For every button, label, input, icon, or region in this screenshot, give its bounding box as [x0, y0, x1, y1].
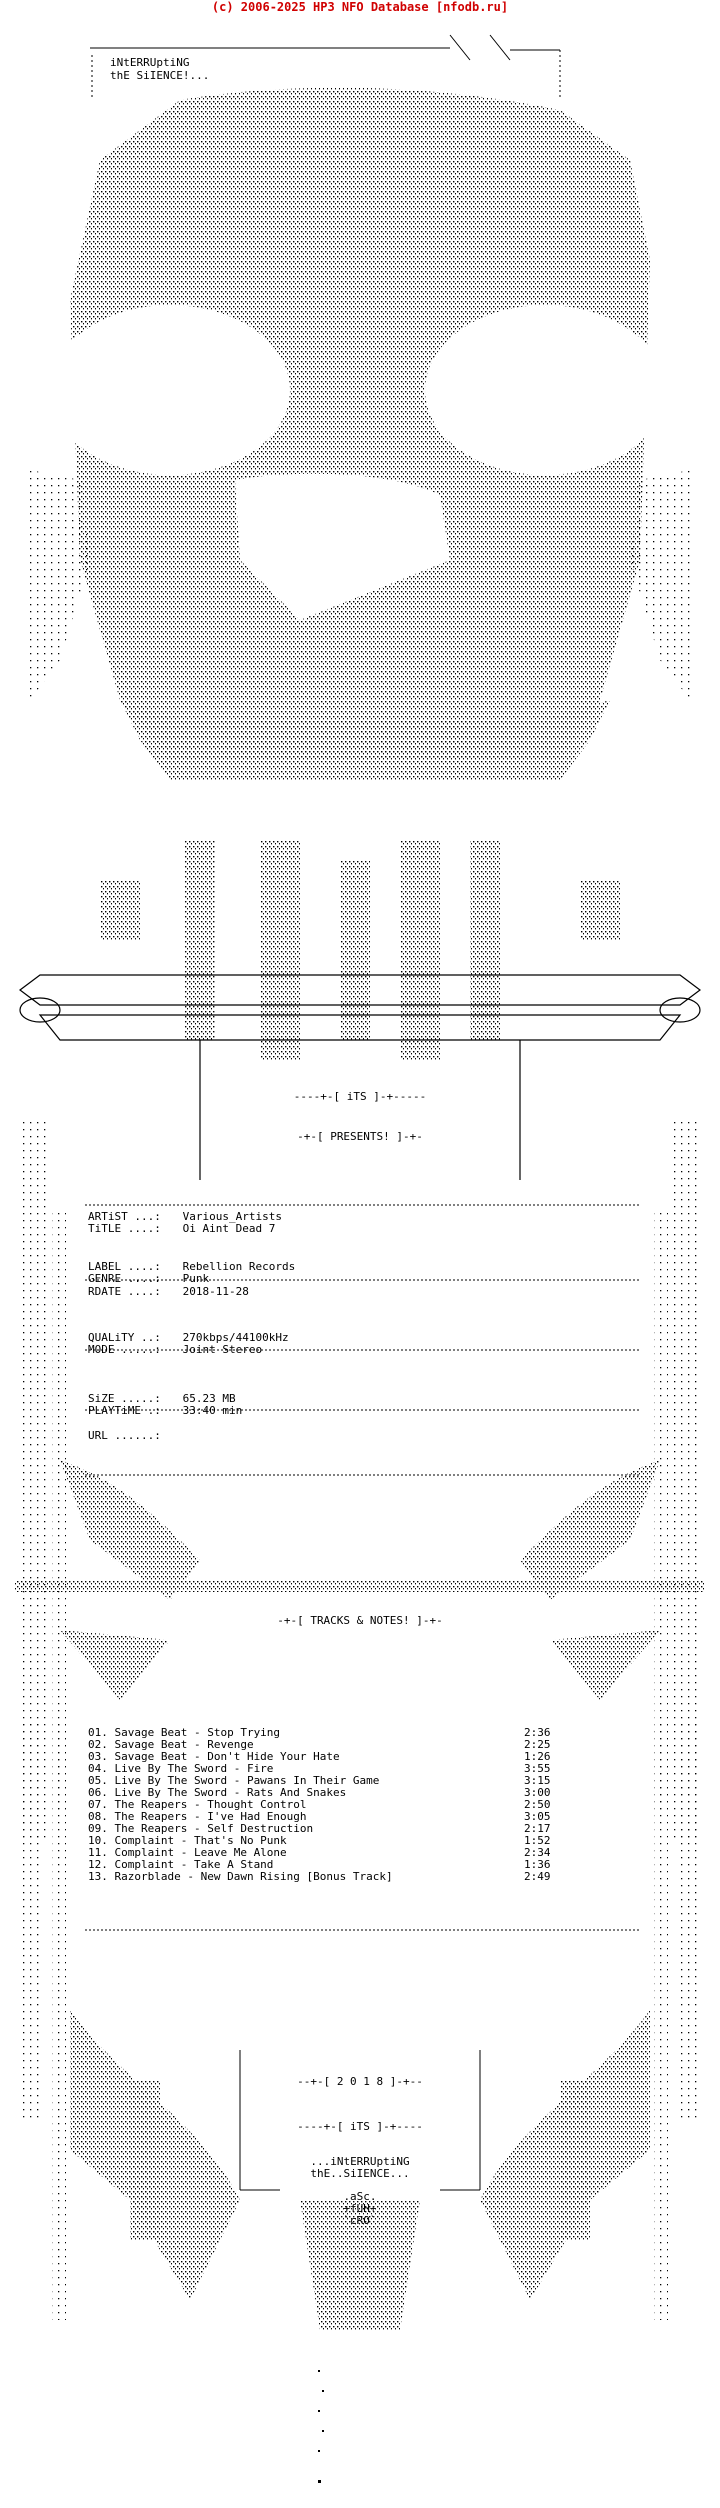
track-title: 11. Complaint - Leave Me Alone — [88, 1846, 287, 1859]
its-banner: ----+-[ iTS ]-+----- — [293, 1090, 427, 1103]
playtime-label: PLAYTiME .: — [88, 1404, 161, 1417]
track-title: 08. The Reapers - I've Had Enough — [88, 1810, 307, 1823]
track-duration: 3:55 — [524, 1762, 551, 1775]
info-frame — [85, 1204, 640, 1476]
intro-title: iNtERRUptiNG — [110, 56, 190, 69]
track-duration: 1:52 — [524, 1834, 551, 1847]
its-banner-footer: ----+-[ iTS ]-+---- — [297, 2120, 423, 2133]
artist-label: ARTiST ...: — [88, 1210, 161, 1223]
track-title: 10. Complaint - That's No Punk — [88, 1834, 287, 1847]
size-row: SiZE .....: 65.23 MB — [88, 1392, 236, 1406]
signature-3: `cRO` — [343, 2214, 377, 2227]
rdate-value: 2018-11-28 — [182, 1285, 249, 1298]
track-duration: 3:05 — [524, 1810, 551, 1823]
playtime-row: PLAYTiME .: 33:40 min — [88, 1404, 243, 1418]
url-row: URL ......: — [88, 1429, 176, 1443]
playtime-value: 33:40 min — [182, 1404, 243, 1417]
tail — [318, 2370, 324, 2483]
rdate-label: RDATE ....: — [88, 1285, 161, 1298]
intro-subtitle: thE SiIENCE!... — [110, 69, 210, 82]
tracks-columns — [20, 1720, 700, 2320]
intro-frame — [90, 34, 561, 100]
track-duration: 3:00 — [524, 1786, 551, 1799]
track-title: 04. Live By The Sword - Fire — [88, 1762, 274, 1775]
footer-line-2: thE..SiIENCE... — [310, 2167, 410, 2180]
track-title: 09. The Reapers - Self Destruction — [88, 1822, 314, 1835]
signature-1: .aSc. — [343, 2190, 377, 2203]
quality-label: QUALiTY ..: — [88, 1331, 161, 1344]
artist-value: Various_Artists — [182, 1210, 282, 1223]
mid-ornaments — [15, 1460, 705, 1700]
track-duration: 2:36 — [524, 1726, 551, 1739]
label-row: LABEL ....: Rebellion Records — [88, 1260, 296, 1274]
logo-band — [19, 974, 701, 1180]
label-label: LABEL ....: — [88, 1260, 161, 1273]
copyright-header: (c) 2006-2025 HP3 NFO Database [nfodb.ru… — [211, 0, 509, 14]
jaw-art — [100, 840, 620, 1060]
quality-value: 270kbps/44100kHz — [182, 1331, 289, 1344]
track-title: 01. Savage Beat - Stop Trying — [88, 1726, 281, 1739]
genre-row: GENRE ....: Punk — [88, 1272, 210, 1286]
size-value: 65.23 MB — [182, 1392, 236, 1405]
tracks-banner: -+-[ TRACKS & NOTES! ]-+- — [277, 1614, 443, 1627]
presents-banner: -+-[ PRESENTS! ]-+- — [297, 1130, 423, 1143]
artist-row: ARTiST ...: Various_Artists — [88, 1210, 282, 1224]
genre-value: Punk — [182, 1272, 210, 1285]
track-duration: 2:17 — [524, 1822, 551, 1835]
url-label: URL ......: — [88, 1429, 161, 1442]
track-duration: 2:49 — [524, 1870, 551, 1883]
footer-box — [239, 2050, 481, 2191]
size-label: SiZE .....: — [88, 1392, 161, 1405]
track-title: 13. Razorblade - New Dawn Rising [Bonus … — [88, 1870, 393, 1883]
track-title: 07. The Reapers - Thought Control — [88, 1798, 307, 1811]
track-duration: 2:25 — [524, 1738, 551, 1751]
quality-row: QUALiTY ..: 270kbps/44100kHz — [88, 1331, 289, 1345]
track-duration: 2:34 — [524, 1846, 551, 1859]
genre-label: GENRE ....: — [88, 1272, 161, 1285]
track-duration: 3:15 — [524, 1774, 551, 1787]
title-value: Oi Aint Dead 7 — [182, 1222, 276, 1235]
track-title: 06. Live By The Sword - Rats And Snakes — [88, 1786, 347, 1799]
track-duration: 2:50 — [524, 1798, 551, 1811]
track-title: 12. Complaint - Take A Stand — [88, 1858, 274, 1871]
title-row: TiTLE ....: Oi Aint Dead 7 — [88, 1222, 276, 1236]
track-list: 01. Savage Beat - Stop Trying 2:36 02. Sa… — [88, 1726, 588, 1897]
track-title: 05. Live By The Sword - Pawans In Their … — [88, 1774, 380, 1787]
mode-label: MODE .....: — [88, 1343, 161, 1356]
bottom-ornaments — [70, 2010, 650, 2330]
track-title: 03. Savage Beat - Don't Hide Your Hate — [88, 1750, 340, 1763]
skull-art — [30, 87, 690, 780]
title-label: TiTLE ....: — [88, 1222, 161, 1235]
mode-row: MODE .....: Joint Stereo — [88, 1343, 263, 1357]
year-banner: --+-[ 2 0 1 8 ]-+-- — [297, 2075, 423, 2088]
signature-2: +fUH+ — [343, 2202, 377, 2215]
track-title: 02. Savage Beat - Revenge — [88, 1738, 254, 1751]
rdate-row: RDATE ....: 2018-11-28 — [88, 1285, 249, 1299]
track-duration: 1:26 — [524, 1750, 551, 1763]
label-value: Rebellion Records — [182, 1260, 296, 1273]
mode-value: Joint Stereo — [182, 1343, 263, 1356]
track-duration: 1:36 — [524, 1858, 551, 1871]
footer-line-1: ...iNtERRUptiNG — [310, 2155, 410, 2168]
